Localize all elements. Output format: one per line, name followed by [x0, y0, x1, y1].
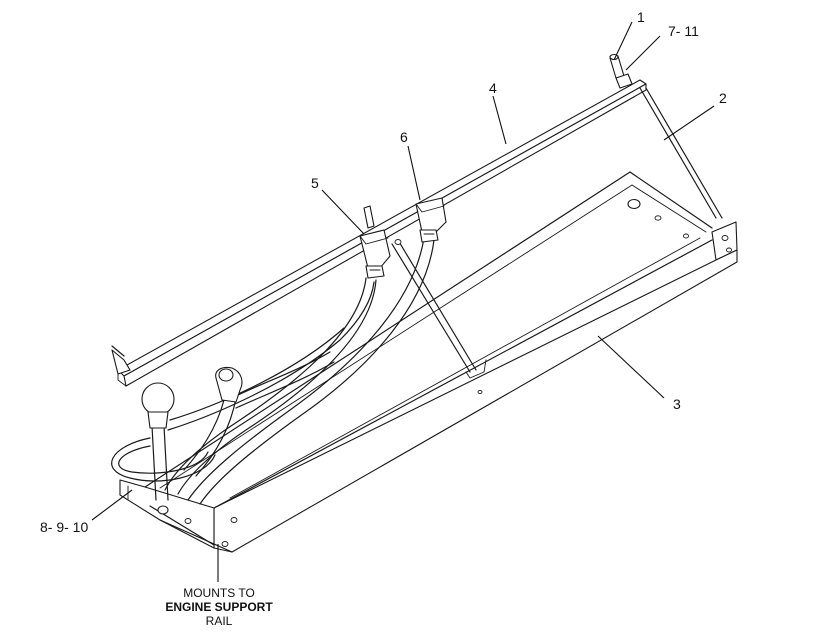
callout-6: 6 [400, 129, 408, 145]
connector-bolt [363, 205, 402, 245]
note-line-2: ENGINE SUPPORT [165, 600, 273, 614]
callout-7-11: 7- 11 [668, 23, 699, 39]
mount-hole [726, 247, 732, 253]
callout-1: 1 [637, 9, 645, 25]
mount-hole [654, 215, 662, 221]
tray [119, 171, 738, 553]
callout-4: 4 [489, 80, 497, 96]
elbow-fitting [215, 366, 243, 403]
mount-hole [230, 517, 238, 523]
mount-hole [221, 541, 229, 547]
callout-5: 5 [311, 175, 319, 191]
note-line-1: MOUNTS TO [183, 586, 255, 600]
connector-6 [415, 197, 447, 243]
floor-bolt [627, 198, 641, 210]
mount-hole [477, 389, 483, 395]
floor-bolt [157, 505, 169, 515]
callout-leaders [91, 21, 715, 582]
top-bolt [609, 53, 633, 89]
callout-3: 3 [673, 396, 681, 412]
connector-5 [359, 229, 391, 279]
support-rod [639, 87, 723, 219]
diagonal-brace [391, 239, 477, 373]
callout-2: 2 [719, 90, 727, 106]
mount-hole [184, 518, 192, 524]
hose-harness [111, 237, 435, 505]
note-line-3: RAIL [206, 614, 233, 628]
callout-8-9-10: 8- 9- 10 [40, 519, 88, 535]
mount-hole [721, 235, 729, 241]
mount-hole [683, 233, 689, 239]
ball-fitting [141, 382, 175, 429]
